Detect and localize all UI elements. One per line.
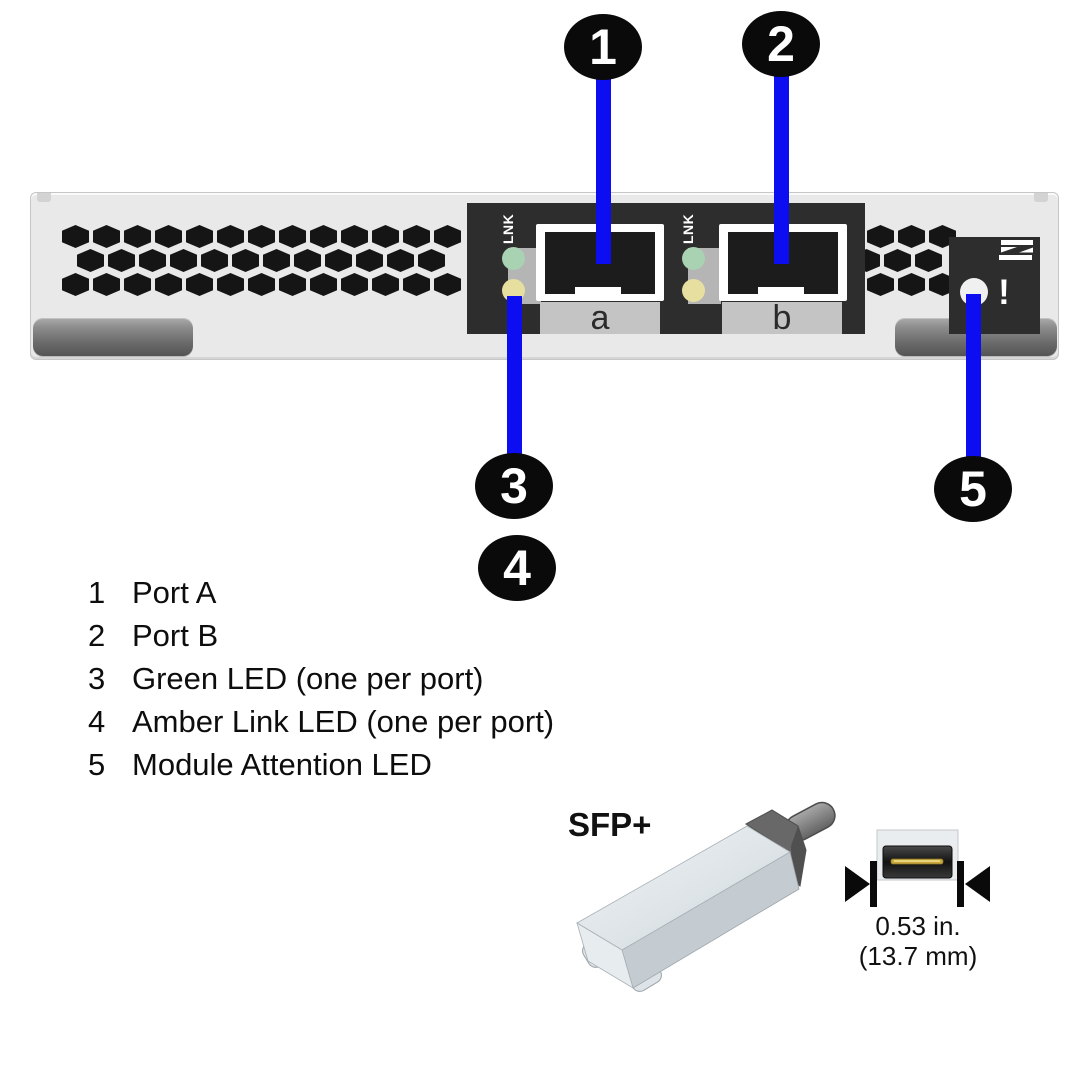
legend-item-1: 1 Port A (88, 571, 554, 614)
vent-hex (186, 225, 213, 248)
vent-hex (139, 249, 166, 272)
vent-hex (201, 249, 228, 272)
sfp-end-view (876, 829, 959, 881)
callout-5: 5 (934, 456, 1012, 522)
vent-hex (62, 225, 89, 248)
port-b-amber-led (682, 279, 705, 302)
port-b-green-led (682, 247, 705, 270)
legend-item-4: 4 Amber Link LED (one per port) (88, 700, 554, 743)
port-b-latch-tab (758, 287, 804, 294)
legend-text: Amber Link LED (one per port) (132, 704, 555, 739)
legend-num: 1 (88, 575, 106, 610)
legend-item-3: 3 Green LED (one per port) (88, 657, 554, 700)
vent-hex (217, 273, 244, 296)
legend-item-2: 2 Port B (88, 614, 554, 657)
vent-hex (93, 225, 120, 248)
legend-text: Module Attention LED (132, 747, 432, 782)
vent-hex (372, 273, 399, 296)
vent-hex (310, 225, 337, 248)
vent-hex (77, 249, 104, 272)
legend-num: 4 (88, 704, 106, 739)
callout-2: 2 (742, 11, 820, 77)
vent-hex (294, 249, 321, 272)
callout-3: 3 (475, 453, 553, 519)
port-a-lnk-label: LNK (500, 213, 516, 245)
vent-hex (93, 273, 120, 296)
callout-line-5 (966, 294, 981, 459)
vent-hex (310, 273, 337, 296)
vent-hex (867, 225, 894, 248)
faceplate-screw-tab-right (1034, 193, 1048, 202)
vent-hex (248, 225, 275, 248)
vent-hex (434, 225, 461, 248)
vent-hex (403, 273, 430, 296)
vent-hex (170, 249, 197, 272)
port-b-label: b (722, 301, 842, 335)
faceplate-screw-tab-left (37, 193, 51, 202)
dimension-inches-label: 0.53 in. (875, 911, 961, 941)
link-activity-icon (999, 240, 1033, 260)
sfp-transceiver-illustration (576, 801, 990, 992)
port-a-green-led (502, 247, 525, 270)
vent-hex (403, 225, 430, 248)
vent-hex (248, 273, 275, 296)
legend-list: 1 Port A 2 Port B 3 Green LED (one per p… (88, 571, 554, 786)
port-a-latch-tab (575, 287, 621, 294)
callout-line-3 (507, 296, 522, 456)
vent-hex (124, 225, 151, 248)
legend-num: 3 (88, 661, 106, 696)
legend-num: 2 (88, 618, 106, 653)
vent-hex (232, 249, 259, 272)
vent-hex (356, 249, 383, 272)
vent-hex (279, 225, 306, 248)
vent-hex (898, 273, 925, 296)
vent-hex (434, 273, 461, 296)
vent-hex (155, 273, 182, 296)
port-panel: LNK a LNK b (467, 203, 865, 335)
legend-item-5: 5 Module Attention LED (88, 743, 554, 786)
left-handle (33, 318, 193, 356)
vent-hex (915, 249, 942, 272)
attention-panel: ! (949, 237, 1040, 334)
vent-hex (263, 249, 290, 272)
vent-hex (325, 249, 352, 272)
vent-hex (108, 249, 135, 272)
vent-hex (155, 225, 182, 248)
port-b-lnk-label: LNK (680, 213, 696, 245)
sfp-body (576, 801, 836, 992)
vent-hex (341, 225, 368, 248)
vent-hex (372, 225, 399, 248)
legend-text: Port B (132, 618, 219, 653)
dimension-mm-label: (13.7 mm) (858, 941, 978, 971)
legend-text: Green LED (one per port) (132, 661, 484, 696)
vent-hex (124, 273, 151, 296)
vent-hex (217, 225, 244, 248)
dimension-arrows (845, 861, 990, 907)
callout-line-1 (596, 76, 611, 264)
vent-hex (279, 273, 306, 296)
callout-4: 4 (478, 535, 556, 601)
port-a-label: a (540, 301, 660, 335)
attention-exclamation-label: ! (998, 273, 1010, 312)
vent-hex (867, 273, 894, 296)
legend-num: 5 (88, 747, 106, 782)
vent-hex (341, 273, 368, 296)
vent-hex (186, 273, 213, 296)
sfp-title: SFP+ (568, 806, 652, 843)
legend-text: Port A (132, 575, 217, 610)
callout-1: 1 (564, 14, 642, 80)
vent-hex (418, 249, 445, 272)
vent-hex (884, 249, 911, 272)
vent-hex (387, 249, 414, 272)
vent-hex (898, 225, 925, 248)
vent-hex (62, 273, 89, 296)
callout-line-2 (774, 73, 789, 264)
